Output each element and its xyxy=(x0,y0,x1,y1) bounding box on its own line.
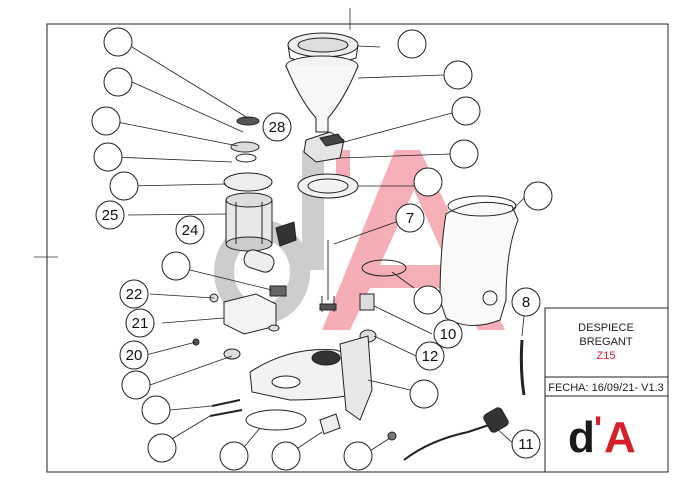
watermark-d-stem xyxy=(302,150,324,270)
part-pad xyxy=(319,413,341,435)
svg-text:7: 7 xyxy=(406,210,414,227)
callout-c17 xyxy=(219,441,249,471)
part-terminal-block xyxy=(359,293,375,311)
title-block: DESPIECE BREGANT Z15 FECHA: 16/09/21- V1… xyxy=(544,307,669,473)
svg-text:25: 25 xyxy=(102,207,119,224)
callout-c24: 7 xyxy=(395,203,425,233)
callout-c9: 24 xyxy=(175,215,205,245)
callout-c12: 21 xyxy=(125,308,155,338)
callout-c13: 20 xyxy=(119,340,149,370)
callout-c31: 11 xyxy=(511,429,541,459)
callout-c1 xyxy=(103,27,133,57)
part-motor-flange xyxy=(223,172,273,192)
callout-c4 xyxy=(93,142,123,172)
part-burr-ring xyxy=(297,173,359,199)
part-black-bracket xyxy=(275,221,297,247)
part-housing xyxy=(439,201,519,326)
brand-logo: d ' A xyxy=(568,410,636,462)
logo-d: d xyxy=(568,413,595,462)
part-relay-box xyxy=(223,293,277,335)
callout-c22 xyxy=(449,139,479,169)
callout-c26: 10 xyxy=(433,319,463,349)
callout-c19 xyxy=(397,29,427,59)
svg-text:8: 8 xyxy=(522,294,530,311)
callout-c25 xyxy=(413,285,443,315)
part-bottom-ring xyxy=(245,409,307,431)
part-bearing xyxy=(230,141,260,153)
svg-text:12: 12 xyxy=(422,348,439,365)
svg-text:21: 21 xyxy=(132,315,149,332)
svg-text:24: 24 xyxy=(182,222,199,239)
callout-c28 xyxy=(409,379,439,409)
part-washer-top xyxy=(236,116,260,126)
part-capacitor xyxy=(243,249,275,273)
callout-c2 xyxy=(103,67,133,97)
logo-apostrophe: ' xyxy=(594,410,602,448)
part-hose xyxy=(519,339,526,396)
callout-c10 xyxy=(161,251,191,281)
part-grille xyxy=(311,350,341,366)
callout-c3 xyxy=(91,106,121,136)
svg-text:22: 22 xyxy=(126,286,143,303)
svg-text:11: 11 xyxy=(518,436,534,453)
callout-c8: 28 xyxy=(262,112,292,142)
callout-c18 xyxy=(271,441,301,471)
part-power-cord xyxy=(403,423,493,461)
title-block-frame xyxy=(544,307,669,473)
callout-c16 xyxy=(147,433,177,463)
part-rod-2 xyxy=(209,409,243,417)
svg-text:10: 10 xyxy=(440,326,457,343)
callout-c30 xyxy=(343,441,373,471)
logo-a: A xyxy=(604,413,636,462)
title-line-bregant: BREGANT xyxy=(579,336,632,348)
svg-text:20: 20 xyxy=(126,347,143,364)
part-side-bracket xyxy=(339,335,373,421)
svg-text:28: 28 xyxy=(269,119,286,136)
callouts: 25 28 24 22 21 20 7 10 12 8 11 xyxy=(91,27,553,471)
callout-c21 xyxy=(451,96,481,126)
callout-c6 xyxy=(523,181,553,211)
title-model: Z15 xyxy=(597,350,616,362)
part-rod-1 xyxy=(211,399,241,407)
callout-c14 xyxy=(121,370,151,400)
callout-c5 xyxy=(109,171,139,201)
title-date-version: FECHA: 16/09/21- V1.3 xyxy=(548,382,664,394)
callout-c11: 22 xyxy=(119,279,149,309)
callout-c23 xyxy=(413,167,443,197)
part-clip-ring xyxy=(361,259,407,277)
callout-c7: 25 xyxy=(95,200,125,230)
callout-c15 xyxy=(141,395,171,425)
callout-c29: 8 xyxy=(511,287,541,317)
title-line-despiece: DESPIECE xyxy=(578,322,634,334)
callout-c27: 12 xyxy=(415,341,445,371)
drawing-frame xyxy=(46,23,669,473)
part-switch xyxy=(269,285,287,297)
leader-lines xyxy=(111,45,525,457)
callout-c20 xyxy=(443,60,473,90)
